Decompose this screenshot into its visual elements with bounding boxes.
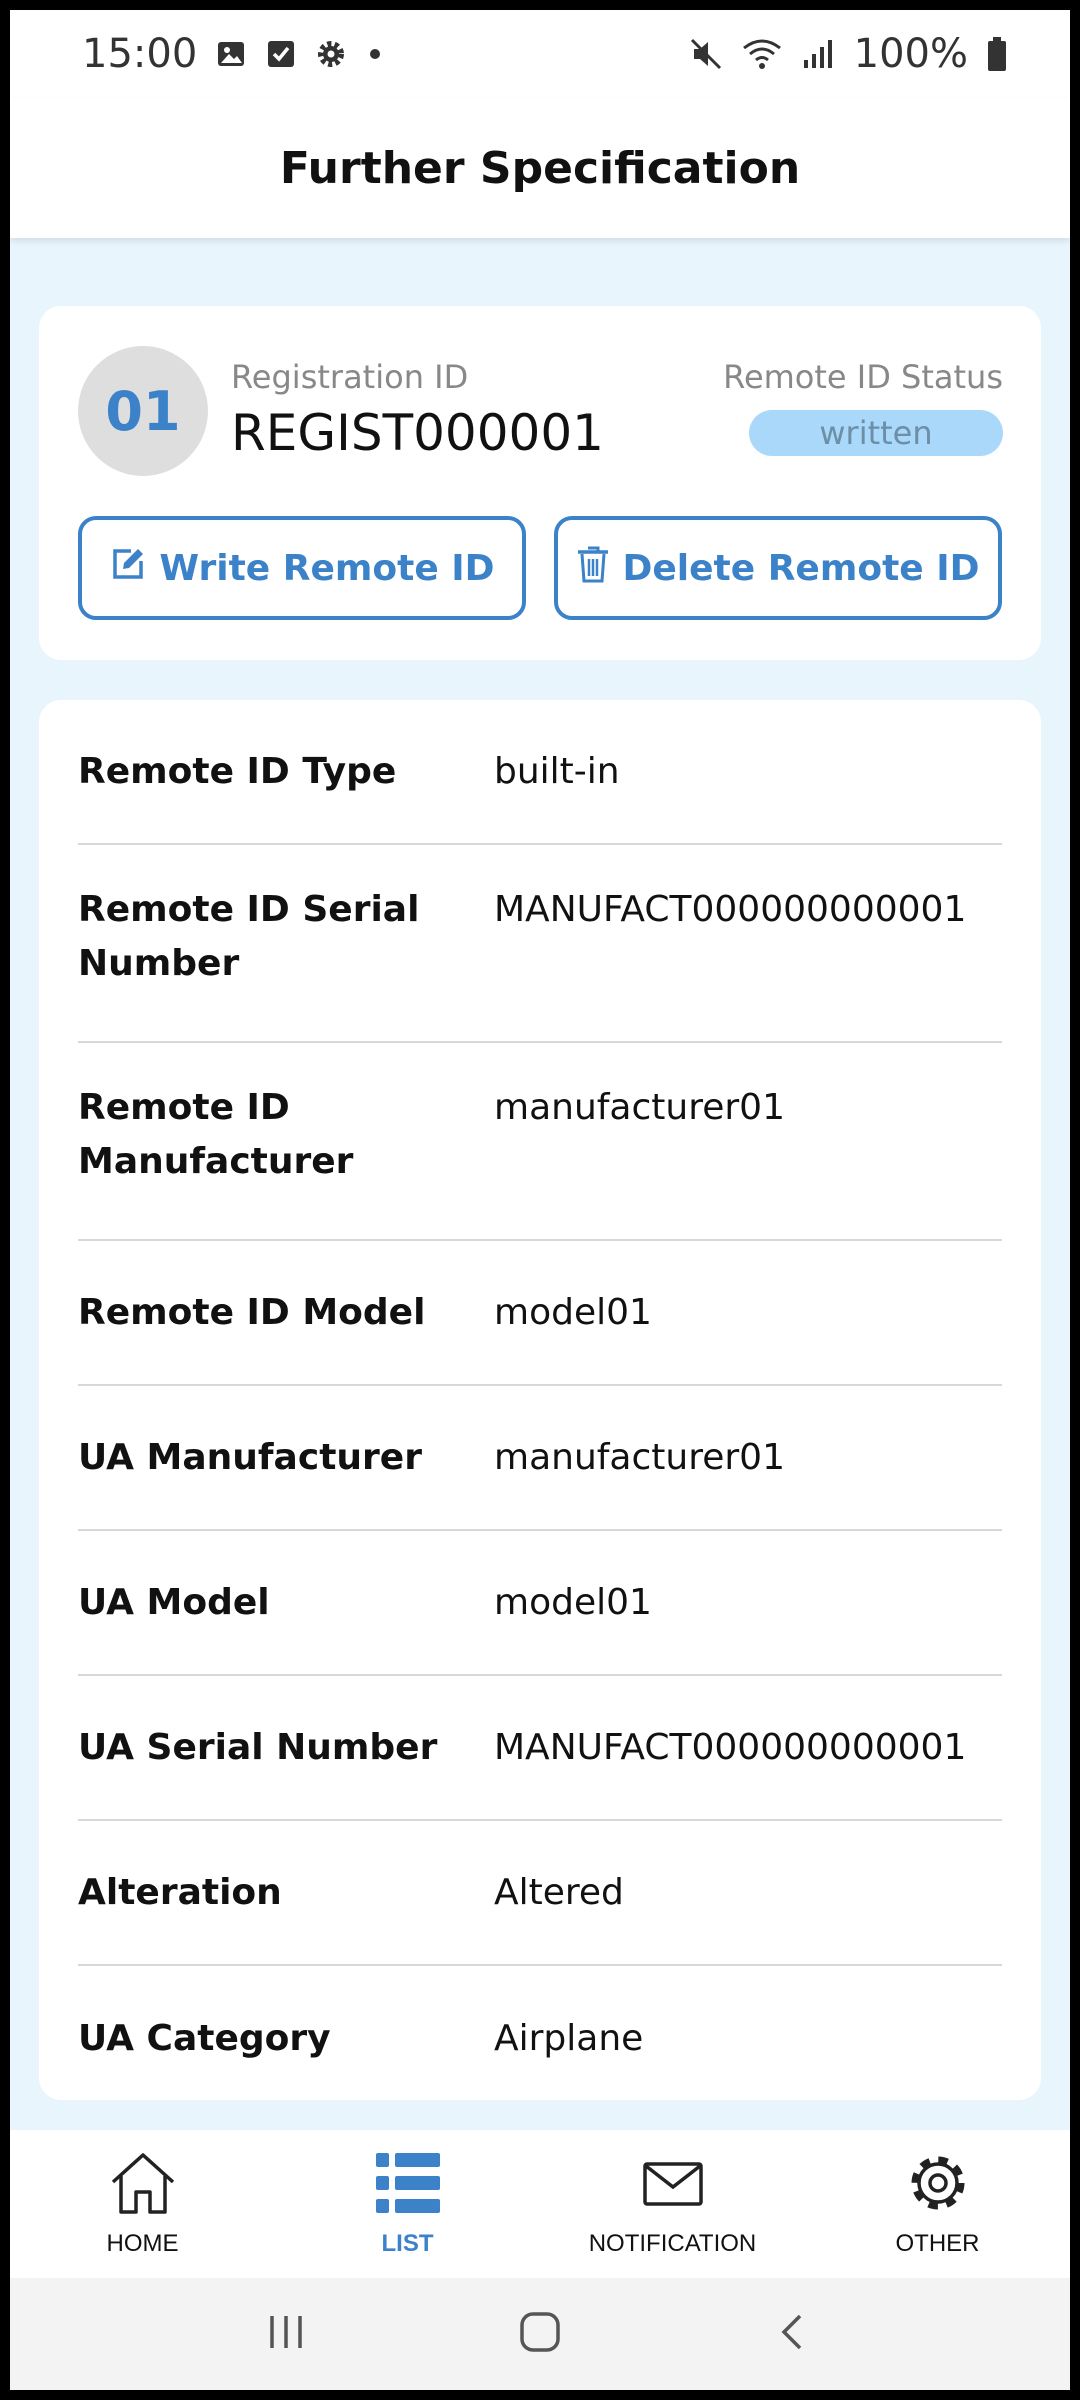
detail-value: model01 [494, 1291, 652, 1333]
detail-value: manufacturer01 [494, 1087, 785, 1128]
detail-value: MANUFACT000000000001 [494, 1726, 967, 1768]
wifi-icon [742, 36, 782, 72]
detail-row-remote-id-model: Remote ID Model model01 [78, 1241, 1002, 1386]
battery-icon [986, 36, 1008, 72]
detail-row-ua-category: UA Category Airplane [78, 1966, 1002, 2111]
battery-percent: 100% [853, 31, 968, 77]
settings-icon [315, 38, 347, 70]
envelope-icon [640, 2150, 706, 2220]
edit-icon [109, 545, 147, 592]
remote-id-status-badge: written [749, 410, 1003, 456]
delete-remote-id-button[interactable]: Delete Remote ID [554, 516, 1002, 620]
app-header: Further Specification [10, 98, 1070, 238]
detail-key: UA Category [78, 2017, 331, 2059]
check-box-icon [265, 38, 297, 70]
write-remote-id-label: Write Remote ID [159, 547, 495, 589]
status-time: 15:00 [82, 31, 198, 77]
home-button-icon[interactable] [516, 2308, 564, 2360]
detail-value: manufacturer01 [494, 1436, 785, 1478]
detail-row-remote-id-manufacturer: Remote ID Manufacturer manufacturer01 [78, 1043, 1002, 1241]
nav-list[interactable]: LIST [275, 2150, 540, 2258]
registration-id-value: REGIST000001 [231, 404, 604, 462]
gear-icon [905, 2150, 971, 2220]
home-icon [109, 2150, 177, 2220]
detail-key: Remote ID Model [78, 1291, 426, 1333]
image-icon [215, 38, 247, 70]
detail-key: UA Manufacturer [78, 1436, 422, 1478]
nav-notification-label: NOTIFICATION [588, 2230, 757, 2257]
detail-key: Remote ID Type [78, 750, 397, 792]
bottom-navigation: HOME LIST NOTIFICATION OTHER [10, 2130, 1070, 2278]
registration-card: 01 Registration ID REGIST000001 Remote I… [39, 306, 1041, 660]
detail-row-ua-manufacturer: UA Manufacturer manufacturer01 [78, 1386, 1002, 1531]
nav-list-label: LIST [381, 2230, 434, 2257]
remote-id-status-label: Remote ID Status [723, 358, 1003, 396]
signal-icon [800, 36, 836, 72]
nav-notification[interactable]: NOTIFICATION [540, 2150, 805, 2258]
dot-icon [365, 44, 385, 64]
recent-apps-icon[interactable] [264, 2310, 308, 2358]
detail-key: Remote ID Manufacturer [78, 1087, 354, 1182]
system-navigation-bar [10, 2278, 1070, 2390]
nav-other[interactable]: OTHER [805, 2150, 1070, 2258]
detail-value: Altered [494, 1871, 624, 1913]
nav-home-label: HOME [106, 2230, 179, 2257]
detail-key: Remote ID Serial Number [78, 889, 420, 984]
detail-value: built-in [494, 750, 620, 792]
trash-icon [576, 544, 610, 593]
detail-key: UA Model [78, 1581, 270, 1623]
registration-number-badge: 01 [78, 346, 208, 476]
detail-key: UA Serial Number [78, 1726, 438, 1768]
detail-value: Airplane [494, 2017, 644, 2059]
list-icon [375, 2150, 441, 2220]
detail-key: Alteration [78, 1871, 282, 1913]
write-remote-id-button[interactable]: Write Remote ID [78, 516, 526, 620]
nav-home[interactable]: HOME [10, 2150, 275, 2258]
detail-row-alteration: Alteration Altered [78, 1821, 1002, 1966]
specification-details-card: Remote ID Type built-in Remote ID Serial… [39, 700, 1041, 2100]
detail-row-ua-serial-number: UA Serial Number MANUFACT000000000001 [78, 1676, 1002, 1821]
detail-row-remote-id-serial-number: Remote ID Serial Number MANUFACT00000000… [78, 845, 1002, 1043]
status-bar: 15:00 100% [10, 10, 1070, 98]
back-icon[interactable] [772, 2310, 816, 2358]
detail-value: MANUFACT000000000001 [494, 889, 967, 930]
detail-row-remote-id-type: Remote ID Type built-in [78, 700, 1002, 845]
screen: 15:00 100% [10, 10, 1070, 2390]
detail-value: model01 [494, 1581, 652, 1623]
nav-other-label: OTHER [895, 2230, 980, 2257]
detail-row-ua-model: UA Model model01 [78, 1531, 1002, 1676]
mute-icon [688, 36, 724, 72]
page-title: Further Specification [279, 142, 801, 194]
registration-id-label: Registration ID [231, 358, 469, 396]
delete-remote-id-label: Delete Remote ID [622, 547, 980, 589]
